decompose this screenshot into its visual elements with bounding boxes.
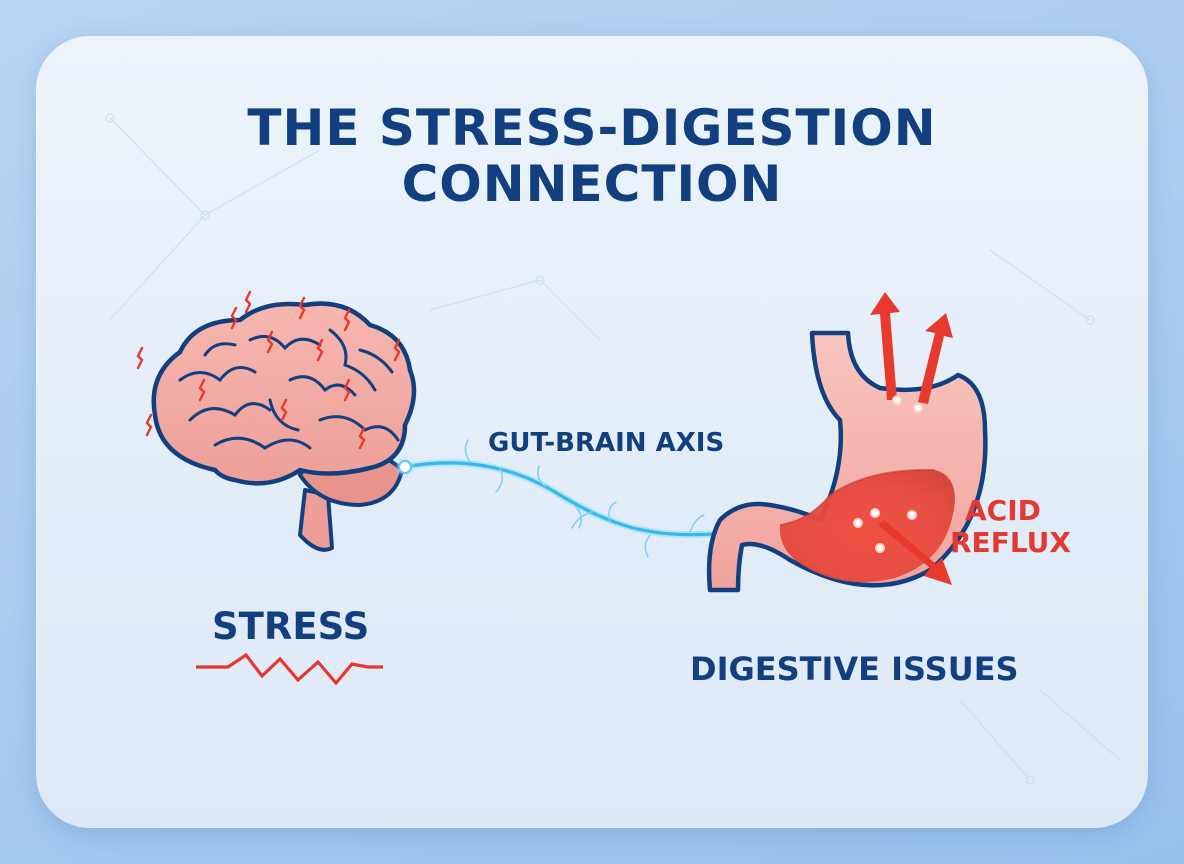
stomach-icon bbox=[706, 330, 988, 593]
digestive-issues-label: DIGESTIVE ISSUES bbox=[690, 650, 1019, 688]
acid-reflux-label-line-1: ACID bbox=[965, 494, 1041, 527]
page-title-line-1: THE STRESS-DIGESTION bbox=[247, 99, 937, 157]
background-network bbox=[105, 113, 1121, 785]
reflux-arrow-icon bbox=[853, 292, 953, 585]
page-title-line-2: CONNECTION bbox=[401, 155, 783, 213]
stress-zigzag-icon bbox=[196, 652, 383, 686]
brain-icon bbox=[136, 290, 417, 552]
stress-label: STRESS bbox=[212, 605, 370, 648]
axis-label: GUT-BRAIN AXIS bbox=[488, 428, 725, 458]
acid-reflux-label-line-2: REFLUX bbox=[950, 526, 1071, 559]
